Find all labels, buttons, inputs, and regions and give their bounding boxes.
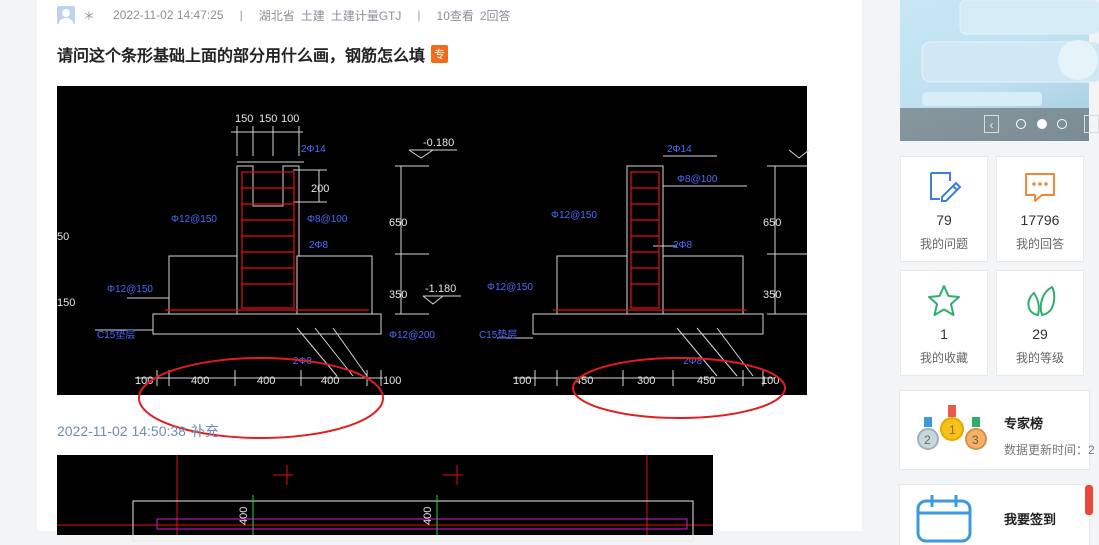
supplement-time: 2022-11-02 14:50:38 [57, 423, 186, 439]
label: -1.180 [425, 283, 456, 295]
label: Φ8@100 [307, 214, 348, 225]
banner-art [921, 0, 1099, 106]
label: 150 [235, 113, 253, 125]
expert-ranking-card[interactable]: 1 2 3 专家榜 数据更新时间：2 [900, 391, 1095, 469]
edit-icon [930, 172, 962, 202]
label: Φ12@150 [171, 214, 217, 225]
label: 150 [57, 297, 75, 309]
stat-my-questions[interactable]: 79 我的问题 [901, 157, 987, 261]
carousel-prev-icon[interactable]: ‹ [984, 115, 999, 133]
software-tag[interactable]: 土建计量GTJ [330, 8, 402, 23]
red-annotation-ellipse [138, 357, 384, 439]
signin-title: 我要签到 [1004, 512, 1057, 527]
label: 150 [259, 113, 277, 125]
label: 450 [575, 375, 593, 387]
category[interactable]: 土建 [300, 8, 325, 23]
expert-badge: 专 [431, 45, 449, 63]
stat-label: 我的问题 [919, 237, 968, 251]
cad-drawing-2: 400 400 [57, 455, 713, 542]
svg-text:1: 1 [949, 423, 956, 437]
expert-update-time: 数据更新时间：2 [1004, 443, 1095, 457]
label: 2Φ8 [309, 240, 329, 251]
stat-value: 17796 [1020, 212, 1060, 228]
red-annotation-ellipse [572, 357, 786, 419]
signin-card[interactable]: 我要签到 [900, 485, 1093, 545]
supplement-drawing-image[interactable]: 400 400 [57, 455, 713, 542]
promo-banner[interactable]: ‹ › [900, 0, 1099, 141]
region: 湖北省 [258, 8, 295, 23]
carousel-dot[interactable] [1016, 119, 1026, 129]
signin-tag [1085, 485, 1093, 515]
cad-drawing: 2Φ14 Φ12@150 Φ8@100 2Φ8 Φ12@150 C15垫层 Φ1… [57, 113, 810, 439]
svg-text:3: 3 [972, 433, 979, 447]
stat-label: 我的回答 [1015, 237, 1064, 251]
question-title: 请问这个条形基础上面的部分用什么画，钢筋怎么填 专 [57, 42, 449, 66]
question-panel: ＊ 2022-11-02 14:47:25 | 湖北省 土建 土建计量GTJ |… [37, 0, 862, 542]
question-title-text: 请问这个条形基础上面的部分用什么画，钢筋怎么填 [57, 48, 426, 65]
label: 400 [321, 375, 339, 387]
label: Φ12@150 [487, 282, 533, 293]
foundation-drawing-image[interactable]: 2Φ14 Φ12@150 Φ8@100 2Φ8 Φ12@150 C15垫层 Φ1… [57, 86, 810, 439]
avatar[interactable] [57, 6, 75, 28]
label: 400 [257, 375, 275, 387]
post-time: 2022-11-02 14:47:25 [113, 8, 224, 22]
carousel-dot[interactable] [1057, 119, 1067, 129]
stat-label: 我的等级 [1015, 351, 1064, 365]
label: 450 [697, 375, 715, 387]
stat-my-favorites[interactable]: 1 我的收藏 [901, 271, 987, 375]
label: Φ8@100 [677, 174, 718, 185]
calendar-icon [916, 495, 972, 543]
label: Φ12@200 [389, 330, 435, 341]
username[interactable]: ＊ [83, 8, 96, 23]
carousel-dot-active[interactable] [1037, 119, 1047, 129]
star-icon [928, 285, 960, 316]
expert-ranking-title: 专家榜 [1004, 416, 1044, 431]
label: 400 [238, 507, 250, 525]
carousel-next-icon[interactable]: › [1084, 115, 1099, 133]
label: 100 [383, 375, 401, 387]
label: 350 [389, 289, 407, 301]
label: C15垫层 [97, 328, 135, 341]
label: Φ12@150 [107, 284, 153, 295]
svg-text:2: 2 [924, 433, 931, 447]
label: 400 [191, 375, 209, 387]
label: 2Φ8 [673, 240, 693, 251]
stat-label: 我的收藏 [919, 351, 968, 365]
label: 100 [135, 375, 153, 387]
supplement-label: 补充 [190, 423, 219, 439]
stat-value: 79 [936, 212, 952, 228]
label: 100 [281, 113, 299, 125]
stat-my-level[interactable]: 29 我的等级 [997, 271, 1083, 375]
view-count: 10查看 [436, 8, 474, 23]
label: 2Φ8 [293, 356, 313, 367]
label: 300 [637, 375, 655, 387]
label: -0.180 [423, 137, 454, 149]
label: 100 [513, 375, 531, 387]
label: C15垫层 [479, 328, 517, 341]
label: 650 [763, 217, 781, 229]
divider: | [417, 8, 421, 22]
label: Φ12@150 [551, 210, 597, 221]
stat-value: 29 [1032, 326, 1048, 342]
label: 650 [389, 217, 407, 229]
label: 2Φ14 [667, 144, 692, 155]
question-meta: ＊ 2022-11-02 14:47:25 | 湖北省 土建 土建计量GTJ |… [57, 5, 511, 28]
label: 50 [57, 231, 69, 243]
label: 2Φ8 [683, 356, 703, 367]
divider: | [239, 8, 243, 22]
stat-value: 1 [940, 326, 948, 342]
label: 400 [422, 507, 434, 525]
label: 2Φ14 [301, 144, 326, 155]
chat-icon [1025, 173, 1055, 202]
label: 100 [761, 375, 779, 387]
medal-icon: 1 2 3 [917, 405, 987, 450]
leaf-icon [1027, 285, 1056, 317]
stat-my-answers[interactable]: 17796 我的回答 [997, 157, 1083, 261]
right-sidebar: ‹ › 79 我的问题 17796 我的回答 1 我的收藏 [900, 0, 1099, 545]
answer-count: 2回答 [479, 8, 511, 23]
label: 200 [311, 183, 329, 195]
label: 350 [763, 289, 781, 301]
